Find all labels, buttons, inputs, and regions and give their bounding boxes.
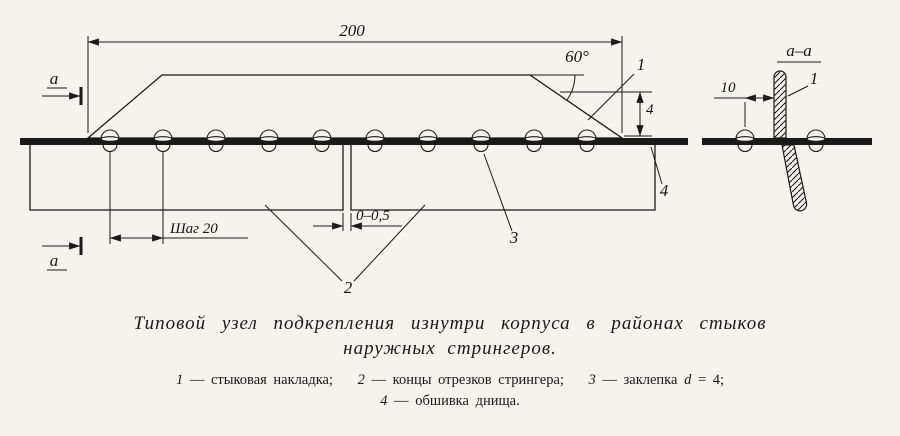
legend-item-2-dash: — bbox=[371, 372, 387, 389]
callout-4: 4 bbox=[650, 146, 669, 200]
callout-3-label: 3 bbox=[509, 228, 519, 247]
legend-item-3-number: 3 bbox=[588, 372, 596, 389]
legend-item-1: 1 — стыковая накладка; bbox=[176, 372, 333, 388]
angle-arc bbox=[566, 74, 576, 101]
dimension-gap: 0–0,5 bbox=[313, 208, 402, 231]
caption-line-2: наружных стрингеров. bbox=[343, 337, 557, 359]
legend-item-1-number: 1 bbox=[175, 372, 184, 389]
legend-item-1-text: стыковая накладка; bbox=[210, 372, 334, 389]
callout-2-label: 2 bbox=[344, 278, 353, 297]
legend-item-2-text: концы отрезков стрингера; bbox=[392, 372, 564, 389]
callout-1-label: 1 bbox=[637, 55, 646, 74]
plating-band-section bbox=[702, 138, 872, 145]
legend-item-4-text: обшивка днища. bbox=[415, 393, 520, 410]
caption-line-1: Типовой узел подкрепления изнутри корпус… bbox=[133, 313, 767, 334]
dimension-pitch: Шаг 20 bbox=[109, 152, 248, 244]
figure-legend: 1 — стыковая накладка; 2 — концы отрезко… bbox=[0, 370, 900, 412]
legend-item-3-text: заклепка bbox=[623, 372, 678, 389]
rivet bbox=[735, 129, 755, 153]
legend-item-4: 4 — обшивка днища. bbox=[380, 393, 519, 409]
stringer-end-right bbox=[350, 145, 656, 211]
stringer-end-left bbox=[29, 145, 344, 211]
rivet bbox=[365, 129, 385, 153]
rivet bbox=[100, 129, 120, 153]
callout-2: 2 bbox=[264, 204, 426, 297]
legend-item-3-dash: — bbox=[602, 372, 617, 389]
legend-item-3-variable: d bbox=[684, 372, 692, 389]
legend-item-4-dash: — bbox=[394, 393, 409, 410]
section-callout-1: 1 bbox=[787, 69, 819, 97]
section-view: а–а 10 1 bbox=[702, 41, 872, 212]
legend-item-3: 3 — заклепка d = 4; bbox=[589, 372, 725, 388]
rivet bbox=[206, 129, 226, 153]
legend-item-3-equation: = 4; bbox=[697, 372, 725, 389]
legend-line-2: 4 — обшивка днища. bbox=[0, 391, 900, 412]
dimension-10: 10 bbox=[714, 80, 775, 127]
rivet bbox=[312, 129, 332, 153]
main-view: 200 60° 4 Шаг 20 bbox=[20, 21, 688, 297]
dim-10-label: 10 bbox=[721, 80, 737, 96]
rivet bbox=[471, 129, 491, 153]
dimension-200: 200 bbox=[87, 21, 623, 133]
dimension-4: 4 bbox=[560, 91, 654, 137]
external-stringer-section bbox=[781, 144, 808, 212]
technical-drawing: 200 60° 4 Шаг 20 bbox=[20, 21, 872, 297]
callout-1: 1 bbox=[587, 55, 646, 121]
callout-4-label: 4 bbox=[660, 181, 669, 200]
section-mark-bottom: а bbox=[42, 237, 83, 271]
legend-item-2-number: 2 bbox=[357, 372, 365, 389]
butt-strap-plate-outline bbox=[86, 74, 625, 139]
section-title: а–а bbox=[786, 41, 812, 60]
angle-60-label: 60° bbox=[565, 47, 589, 66]
section-letter-bottom: а bbox=[50, 251, 59, 270]
rivet bbox=[153, 129, 173, 153]
legend-item-2: 2 — концы отрезков стрингера; bbox=[358, 372, 564, 388]
butt-strap-section bbox=[773, 70, 787, 139]
gap-label: 0–0,5 bbox=[356, 208, 390, 224]
pitch-label: Шаг 20 bbox=[169, 221, 218, 237]
section-callout-1-label: 1 bbox=[810, 69, 819, 88]
rivet bbox=[418, 129, 438, 153]
rivet bbox=[806, 129, 826, 153]
section-letter-top: а bbox=[50, 69, 59, 88]
section-mark-top: а bbox=[42, 69, 83, 105]
legend-item-4-number: 4 bbox=[380, 393, 388, 410]
figure-caption: Типовой узел подкрепления изнутри корпус… bbox=[0, 312, 900, 361]
dim-4-label: 4 bbox=[646, 102, 654, 118]
rivet bbox=[524, 129, 544, 153]
rivet bbox=[577, 129, 597, 153]
legend-item-1-dash: — bbox=[189, 372, 205, 389]
bottom-plating-band bbox=[20, 138, 688, 145]
legend-line-1: 1 — стыковая накладка; 2 — концы отрезко… bbox=[0, 370, 900, 391]
dim-200-label: 200 bbox=[339, 21, 365, 40]
callout-3: 3 bbox=[483, 153, 519, 247]
rivet bbox=[259, 129, 279, 153]
